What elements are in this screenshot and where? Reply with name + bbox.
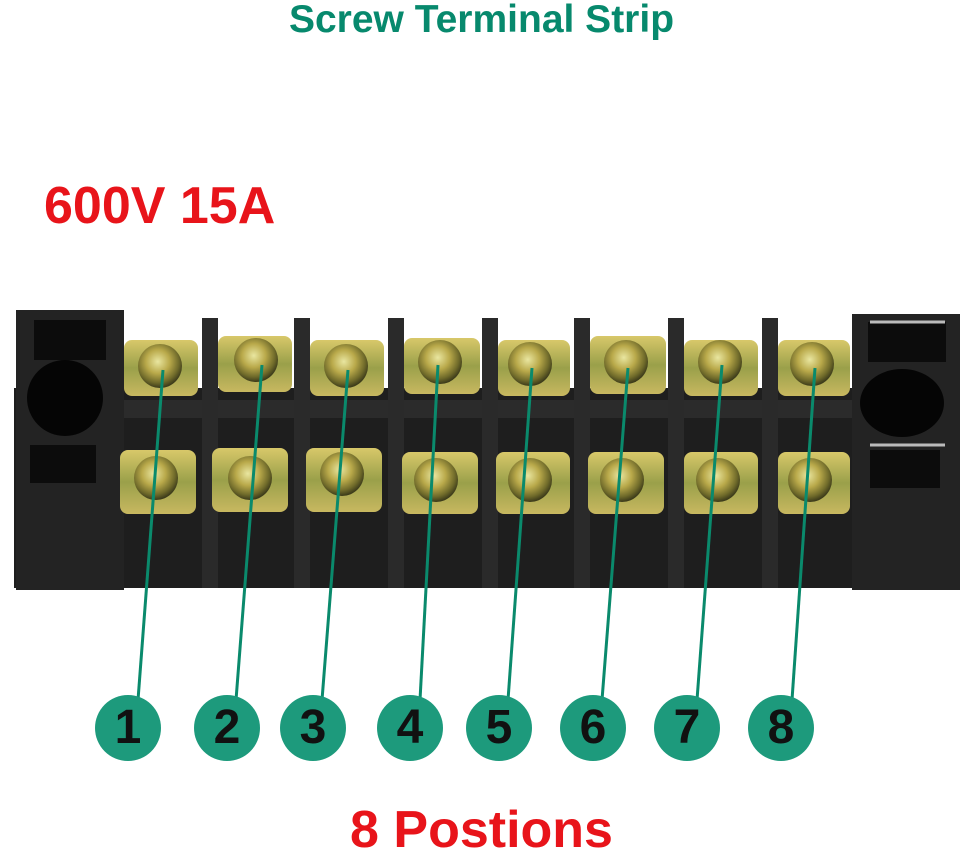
voltage-current-rating: 600V 15A [44,177,276,235]
terminal-badge-8: 8 [748,695,814,761]
terminal-badge-4: 4 [377,695,443,761]
screws-top-row [124,336,850,396]
terminal-badge-3: 3 [280,695,346,761]
terminal-badge-1: 1 [95,695,161,761]
positions-label: 8 Postions [350,801,613,859]
title: Screw Terminal Strip [288,0,675,41]
terminal-badge-2: 2 [194,695,260,761]
terminal-badge-6: 6 [560,695,626,761]
terminal-badge-7: 7 [654,695,720,761]
screws-bottom-row [120,448,850,514]
terminal-badge-5: 5 [466,695,532,761]
leader-lines [136,364,817,701]
